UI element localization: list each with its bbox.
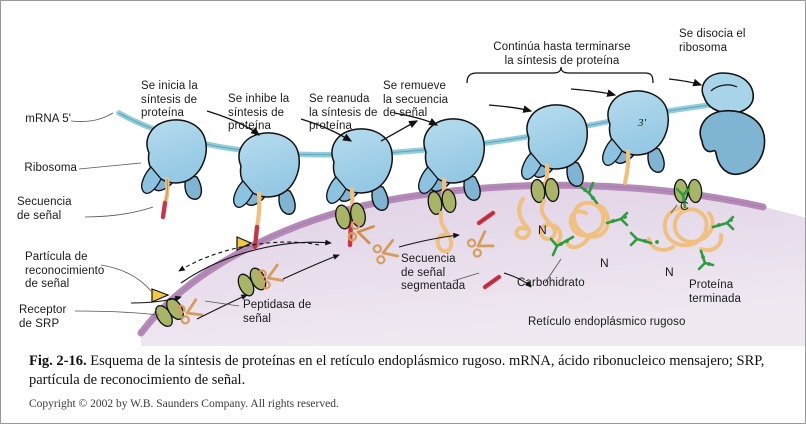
label-step-continue: Continúa hasta terminarse la síntesis de…: [493, 41, 631, 67]
label-cleaved-signal-sequence: Secuencia de señal segmentada: [401, 253, 466, 292]
leader-lines: [70, 112, 678, 316]
srp-cycle-arrows: [130, 239, 332, 304]
ribosome-small-subunit: [701, 72, 755, 114]
ribosome-4: [418, 118, 485, 254]
label-mrna-3prime: 3': [638, 117, 647, 129]
membrane-progress-arrows: [196, 232, 532, 320]
protein-synthesis-diagram: [70, 66, 805, 346]
cleaved-signal-sequences: [476, 210, 502, 290]
label-signal-peptidase: Peptidasa de señal: [243, 299, 312, 325]
label-c-terminus: C: [680, 199, 689, 213]
ribosome-2: [233, 132, 300, 251]
dissociated-ribosome: [699, 72, 766, 176]
nascent-chain-unfolded: [514, 197, 532, 240]
label-srp-receptor: Receptor de SRP: [19, 304, 67, 330]
label-signal-sequence: Secuencia de señal: [17, 196, 72, 222]
label-mrna-5prime: mRNA 5': [25, 113, 71, 125]
endoplasmic-reticulum: [137, 181, 805, 346]
label-n-terminus-2: N: [600, 256, 609, 270]
label-step-initiate: Se inicia la síntesis de proteína: [141, 80, 198, 119]
signal-removal-arrow: [380, 120, 419, 142]
translocon-5: [530, 177, 560, 204]
label-step-remove-signal: Se remueve la secuencia de señal: [383, 80, 449, 119]
label-step-resume: Se reanuda la síntesis de proteína: [309, 93, 378, 132]
diagram-canvas: mRNA 5' 3' Ribosoma Secuencia de señal P…: [1, 1, 805, 346]
label-step-inhibit: Se inhibe la síntesis de proteína: [228, 93, 290, 132]
figure-caption-text: Esquema de la síntesis de proteínas en e…: [29, 353, 765, 388]
label-carbohydrate: Carbohidrato: [517, 277, 585, 289]
ribosome-5: [521, 104, 588, 245]
signal-peptidase-scissors-3: [347, 220, 376, 245]
label-srp-particle: Partícula de reconocimiento de señal: [25, 251, 105, 290]
caption-block: Fig. 2-16. Esquema de la síntesis de pro…: [1, 346, 805, 412]
ribosome-3: [326, 128, 393, 248]
process-arrows: [206, 78, 703, 142]
signal-peptidase-scissors-2: [257, 263, 285, 290]
continuation-brace: [466, 66, 654, 84]
er-membrane-outline: [140, 184, 764, 334]
finished-protein: [629, 187, 735, 271]
label-n-terminus-1: N: [538, 223, 547, 237]
srp-particle-free: [151, 288, 170, 303]
signal-peptidase-scissors-4: [372, 238, 400, 265]
ribosome-6: [602, 90, 669, 186]
signal-peptidase-scissors-5: [466, 230, 495, 258]
carbohydrate-beads: [559, 188, 627, 246]
glycoprotein-folding: [549, 181, 629, 257]
label-finished-protein: Proteína terminada: [689, 279, 742, 305]
ribosome-1: [141, 119, 207, 220]
nascent-chain-5: [538, 199, 563, 245]
nascent-chain-4: [435, 211, 454, 254]
label-rough-er: Retículo endoplásmico rugoso: [528, 316, 686, 328]
srp-receptor-complex: [155, 297, 184, 328]
translocon-4: [427, 188, 457, 216]
signal-peptidase-scissors-1: [176, 298, 204, 325]
figure-number: Fig. 2-16.: [29, 353, 87, 369]
label-n-terminus-3: N: [665, 265, 674, 279]
copyright-notice: Copyright © 2002 by W.B. Saunders Compan…: [29, 398, 339, 410]
label-step-dissociate: Se disocia el ribosoma: [679, 28, 746, 54]
translocon-3: [335, 202, 366, 230]
ribosome-large-subunit: [699, 110, 766, 176]
figure-caption: Fig. 2-16. Esquema de la síntesis de pro…: [29, 352, 789, 390]
label-ribosome: Ribosoma: [24, 162, 77, 174]
